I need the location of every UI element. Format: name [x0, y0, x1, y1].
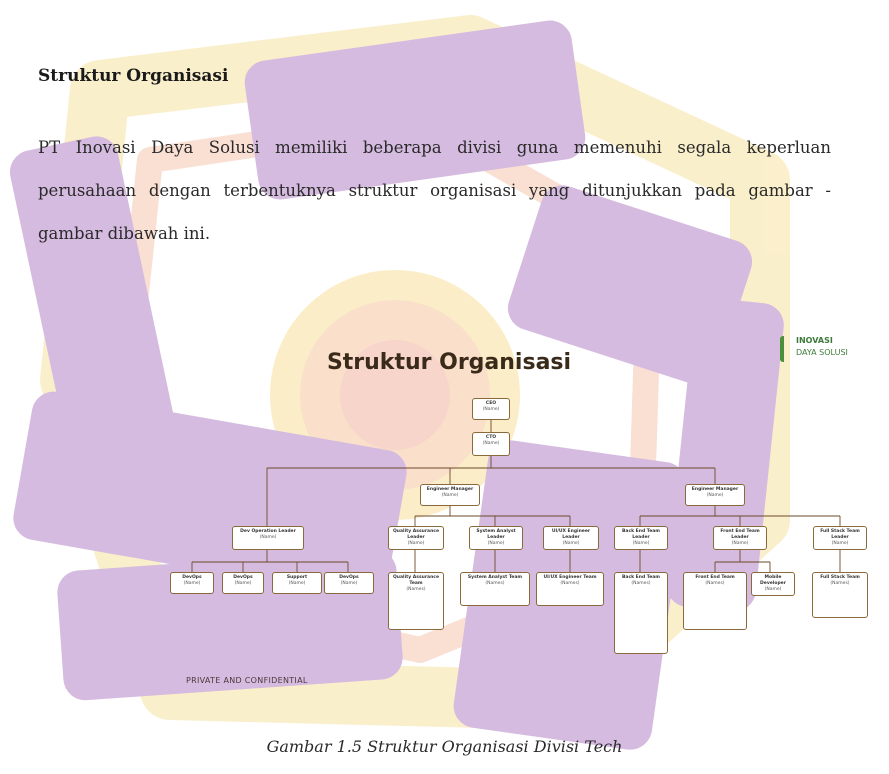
org-node-qa-leader: Quality Assurance Leader (Name)	[388, 526, 444, 550]
watermark-purple-band-3	[507, 185, 753, 385]
org-node-uiux-team: UI/UX Engineer Team (Names)	[536, 572, 604, 606]
section-heading: Struktur Organisasi	[38, 66, 229, 86]
org-node-ceo: CEO (Name)	[472, 398, 510, 420]
org-node-devops-4: DevOps (Name)	[324, 572, 374, 594]
org-node-sa-team: System Analyst Team (Names)	[460, 572, 530, 606]
logo-name: INOVASI	[796, 336, 833, 345]
org-chart-title: Struktur Organisasi	[326, 350, 572, 375]
section-paragraph: PT Inovasi Daya Solusi memiliki beberapa…	[38, 138, 831, 243]
org-node-frontend-team: Front End Team (Names)	[683, 572, 747, 630]
org-node-devops-1: DevOps (Name)	[170, 572, 214, 594]
org-node-backend-leader: Back End Team Leader (Name)	[614, 526, 668, 550]
org-node-uiux-leader: UI/UX Engineer Leader (Name)	[543, 526, 599, 550]
org-node-backend-team: Back End Team (Names)	[614, 572, 668, 654]
org-chart-connectors	[191, 420, 841, 572]
org-node-mobile-developer: Mobile Developer (Name)	[751, 572, 795, 596]
confidential-footer: PRIVATE AND CONFIDENTIAL	[186, 676, 308, 685]
watermark-purple-band-2	[9, 136, 181, 484]
watermark-circle-inner	[340, 340, 450, 450]
org-node-engineer-manager-1: Engineer Manager (Name)	[420, 484, 480, 506]
org-node-fullstack-team: Full Stack Team (Names)	[812, 572, 868, 618]
org-chart-figure: Struktur Organisasi INOVASI DAYA SOLUSI	[10, 290, 888, 710]
watermark-purple-band-1	[244, 20, 586, 200]
org-node-devops-2: DevOps (Name)	[222, 572, 264, 594]
org-node-engineer-manager-2: Engineer Manager (Name)	[685, 484, 745, 506]
logo-mark-icon	[780, 336, 802, 362]
org-node-qa-team: Quality Assurance Team (Names)	[388, 572, 444, 630]
org-node-sa-leader: System Analyst Leader (Name)	[469, 526, 523, 550]
org-node-devops-leader: Dev Operation Leader (Name)	[232, 526, 304, 550]
figure-caption: Gambar 1.5 Struktur Organisasi Divisi Te…	[266, 737, 623, 756]
org-node-fullstack-leader: Full Stack Team Leader (Name)	[813, 526, 867, 550]
org-node-support: Support (Name)	[272, 572, 322, 594]
company-logo: INOVASI DAYA SOLUSI	[780, 330, 880, 370]
logo-tagline: DAYA SOLUSI	[796, 348, 848, 357]
org-node-cto: CTO (Name)	[472, 432, 510, 456]
org-node-frontend-leader: Front End Team Leader (Name)	[713, 526, 767, 550]
watermark-purple-band-5	[13, 391, 407, 599]
